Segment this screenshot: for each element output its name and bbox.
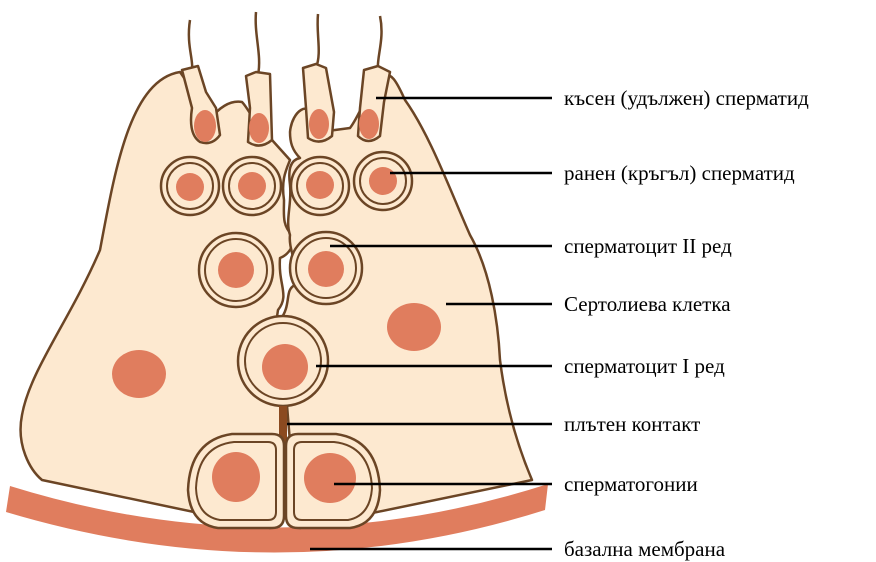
label-late-spermatid: късен (удължен) сперматид — [564, 86, 809, 110]
label-tight-junction: плътен контакт — [564, 412, 700, 436]
early-spermatid-1 — [161, 157, 219, 215]
sertoli-nucleus-right — [387, 303, 441, 351]
late-spermatid-2 — [246, 12, 272, 146]
sertoli-nucleus-left — [112, 350, 166, 398]
label-secondary-spermatocyte: сперматоцит II ред — [564, 234, 732, 258]
early-spermatid-3 — [291, 157, 349, 215]
spermatogonium-right — [286, 434, 380, 528]
spermatogonium-left — [188, 434, 284, 528]
late-spermatid-3 — [303, 14, 334, 142]
label-spermatogonia: сперматогонии — [564, 472, 698, 496]
label-early-spermatid: ранен (кръгъл) сперматид — [564, 161, 795, 185]
secondary-spermatocyte-1 — [199, 233, 273, 307]
label-primary-spermatocyte: сперматоцит I ред — [564, 354, 725, 378]
primary-spermatocyte — [238, 316, 328, 406]
label-sertoli-cell: Сертолиева клетка — [564, 292, 731, 316]
early-spermatid-2 — [223, 157, 281, 215]
label-basal-membrane: базална мембрана — [564, 537, 726, 561]
secondary-spermatocyte-2 — [290, 232, 362, 304]
early-spermatid-4 — [354, 152, 412, 210]
